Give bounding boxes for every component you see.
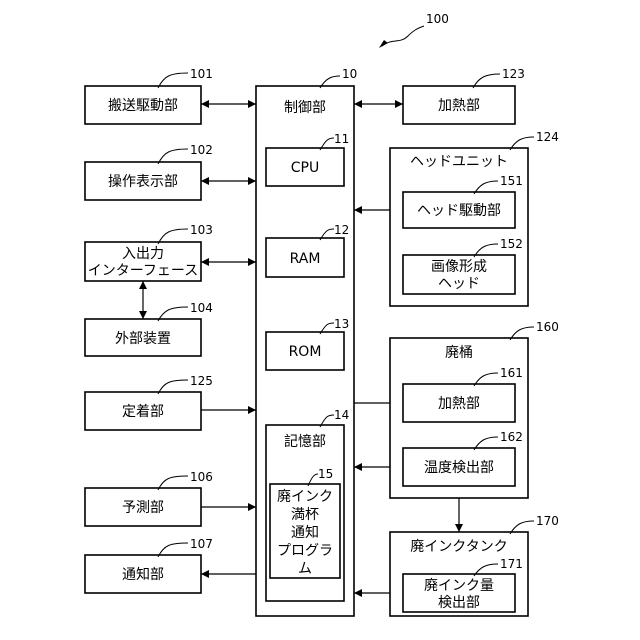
head-unit-label: ヘッドユニット xyxy=(410,154,508,170)
ink-level-line-1: 廃インク量 xyxy=(424,577,494,594)
op-display-label: 操作表示部 xyxy=(108,174,178,190)
predict-block: 予測部 106 xyxy=(85,470,213,526)
notify-block: 通知部 107 xyxy=(85,537,213,593)
io-ref: 103 xyxy=(190,223,213,237)
heater-top-block: 加熱部 123 xyxy=(403,67,525,124)
ink-level-ref: 171 xyxy=(500,557,523,571)
predict-ref: 106 xyxy=(190,470,213,484)
ink-level-line-2: 検出部 xyxy=(438,595,480,611)
image-head-line-2: ヘッド xyxy=(438,276,480,292)
temp-detect-label: 温度検出部 xyxy=(424,460,494,476)
image-head-line-1: 画像形成 xyxy=(431,259,487,275)
head-unit-ref: 124 xyxy=(536,130,559,144)
ram-label: RAM xyxy=(290,251,321,267)
tub-heater-label: 加熱部 xyxy=(438,396,480,412)
op-display-ref: 102 xyxy=(190,143,213,157)
transport-label: 搬送駆動部 xyxy=(108,98,178,114)
rom-label: ROM xyxy=(289,344,322,360)
io-line-1: 入出力 xyxy=(122,246,164,262)
transport-block: 搬送駆動部 101 xyxy=(85,67,213,124)
transport-ref: 101 xyxy=(190,67,213,81)
heater-top-label: 加熱部 xyxy=(438,98,480,114)
waste-tank-label: 廃インクタンク xyxy=(410,538,507,555)
notify-label: 通知部 xyxy=(122,566,164,583)
external-device-block: 外部装置 104 xyxy=(85,301,213,356)
ram-ref: 12 xyxy=(334,223,349,237)
program-line-5: ム xyxy=(298,561,312,577)
program-block: 廃インク 満杯 通知 プログラ ム 15 xyxy=(270,467,340,578)
cpu-ref: 11 xyxy=(334,132,349,146)
fixing-ref: 125 xyxy=(190,374,213,388)
head-drive-ref: 151 xyxy=(500,174,523,188)
cpu-label: CPU xyxy=(291,160,319,176)
control-label: 制御部 xyxy=(284,100,326,116)
head-drive-label: ヘッド駆動部 xyxy=(417,203,501,219)
heater-top-ref: 123 xyxy=(502,67,525,81)
storage-ref: 14 xyxy=(334,408,349,422)
notify-ref: 107 xyxy=(190,537,213,551)
program-line-1: 廃インク xyxy=(277,488,333,505)
waste-tub-ref: 160 xyxy=(536,320,559,334)
image-head-ref: 152 xyxy=(500,237,523,251)
rom-ref: 13 xyxy=(334,317,349,331)
predict-label: 予測部 xyxy=(122,500,164,516)
waste-tank-ref: 170 xyxy=(536,514,559,528)
program-ref: 15 xyxy=(318,467,333,481)
figure-ref-100: 100 xyxy=(379,12,449,48)
storage-label: 記憶部 xyxy=(284,433,326,450)
control-ref: 10 xyxy=(342,67,357,81)
io-line-2: インターフェース xyxy=(88,263,198,279)
temp-detect-ref: 162 xyxy=(500,430,523,444)
program-line-3: 通知 xyxy=(291,524,319,541)
op-display-block: 操作表示部 102 xyxy=(85,143,213,200)
io-interface-block: 入出力 インターフェース 103 xyxy=(85,223,213,281)
figure-ref-label: 100 xyxy=(426,12,449,26)
tub-heater-ref: 161 xyxy=(500,366,523,380)
program-line-4: プログラ xyxy=(277,543,333,559)
waste-tub-label: 廃桶 xyxy=(445,344,473,361)
external-device-label: 外部装置 xyxy=(115,331,171,347)
fixing-block: 定着部 125 xyxy=(85,374,213,430)
fixing-label: 定着部 xyxy=(122,404,164,420)
program-line-2: 満杯 xyxy=(291,507,319,523)
external-device-ref: 104 xyxy=(190,301,213,315)
